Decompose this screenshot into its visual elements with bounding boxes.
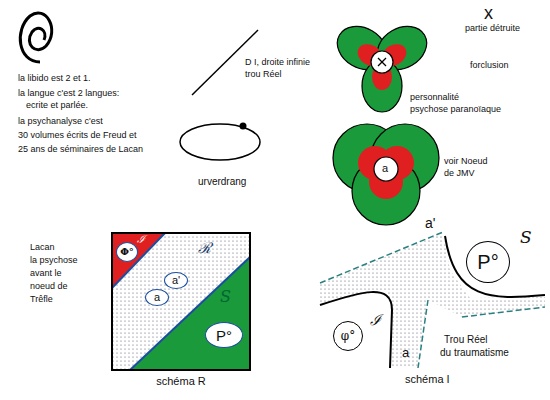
node-label: P° bbox=[216, 328, 232, 343]
note: partie détruite bbox=[465, 24, 520, 34]
note: la libido est 2 et 1. bbox=[18, 74, 91, 84]
note: la psychanalyse c'est bbox=[18, 117, 103, 127]
dot bbox=[240, 123, 247, 130]
node-label: Φ° bbox=[120, 247, 134, 257]
point-label: a' bbox=[425, 216, 435, 231]
note: du traumatisme bbox=[440, 347, 509, 358]
region-letter: S bbox=[520, 228, 532, 247]
ellipse-node: φ° bbox=[333, 321, 363, 351]
note: voir Noeud bbox=[444, 157, 488, 167]
node-label: P° bbox=[477, 252, 498, 272]
note: la langue c'est 2 langues: bbox=[18, 89, 119, 99]
note: 30 volumes écrits de Freud et bbox=[18, 131, 137, 141]
region-letter: ℐ bbox=[370, 312, 381, 329]
ellipse-node: Φ° bbox=[116, 242, 138, 262]
schema-i bbox=[320, 232, 545, 368]
note: psychose paranoïaque bbox=[410, 105, 501, 115]
ellipse-node: a' bbox=[164, 272, 188, 289]
region-letter: ℐ bbox=[137, 234, 145, 246]
line-label: trou Réel bbox=[245, 70, 282, 80]
schema-r bbox=[112, 233, 250, 370]
ellipse-node: P° bbox=[205, 322, 243, 348]
urverdrang-ellipse bbox=[180, 124, 260, 160]
cross-mark: x bbox=[484, 4, 493, 24]
note: la psychose bbox=[30, 256, 78, 266]
note: Trêfle bbox=[30, 295, 53, 305]
diagram-caption: schéma R bbox=[112, 376, 250, 387]
ellipse-label: urverdrang bbox=[198, 176, 246, 187]
borromean-knot bbox=[333, 124, 439, 225]
note: 25 ans de séminaires de Lacan bbox=[18, 145, 143, 155]
note: Trou Réel bbox=[444, 334, 488, 345]
node-label: φ° bbox=[341, 330, 355, 342]
knot-center-label: a bbox=[382, 162, 388, 174]
node-label: a' bbox=[172, 275, 180, 286]
region-letter: S bbox=[220, 288, 231, 306]
note: personnalité bbox=[410, 93, 459, 103]
note: noeud de bbox=[30, 282, 68, 292]
point-label: a bbox=[402, 346, 409, 360]
note: Lacan bbox=[30, 243, 55, 253]
ellipse-node: a bbox=[145, 289, 169, 306]
note: forclusion bbox=[470, 61, 509, 71]
loop-figure bbox=[20, 13, 51, 62]
note: ecrite et parlée. bbox=[26, 101, 88, 111]
schema-frame: schéma RΦ°a'aP° bbox=[112, 233, 250, 370]
region-letter: ℛ bbox=[198, 240, 211, 257]
line-label: D I, droite infinie bbox=[245, 58, 310, 68]
note: avant le bbox=[30, 269, 62, 279]
note: de JMV bbox=[444, 169, 475, 179]
ellipse-node: P° bbox=[466, 241, 510, 283]
node-label: a bbox=[154, 292, 160, 303]
diagram-caption: schéma I bbox=[405, 373, 450, 385]
